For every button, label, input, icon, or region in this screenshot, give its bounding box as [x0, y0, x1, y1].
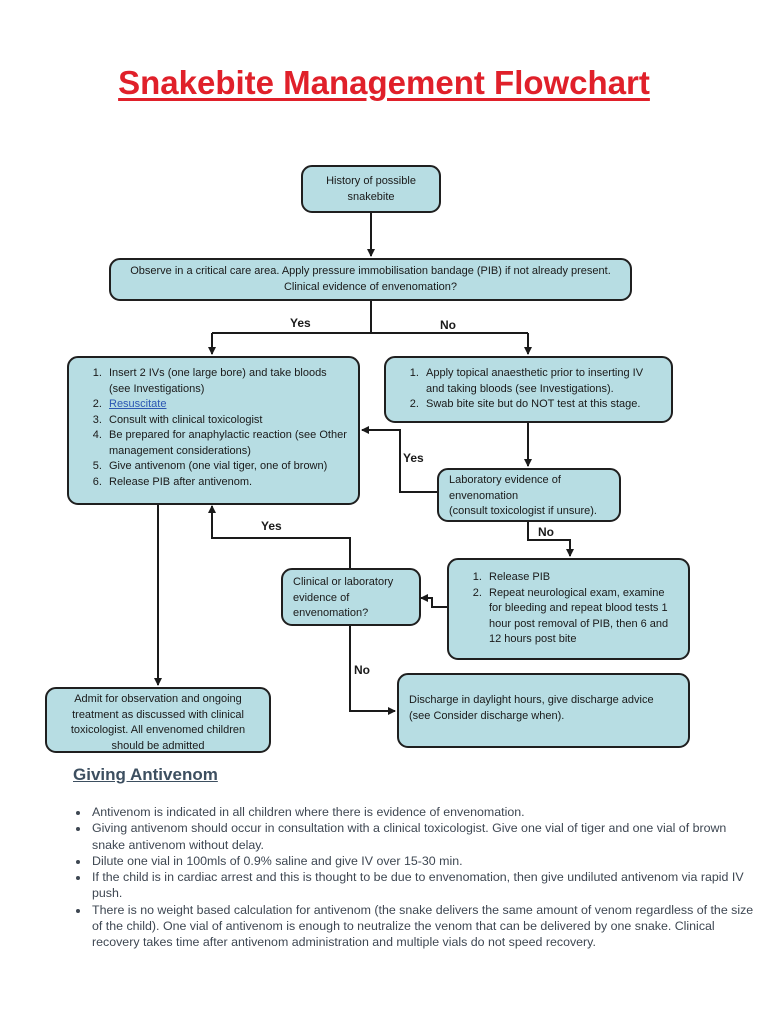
- no-label: No: [538, 525, 554, 539]
- clinical-line: Clinical or laboratory: [293, 576, 394, 588]
- observe-line: Observe in a critical care area. Apply p…: [130, 265, 611, 277]
- admit-line: treatment as discussed with clinical: [72, 708, 244, 721]
- resuscitate-link[interactable]: Resuscitate: [109, 398, 167, 410]
- lab-line: envenomation: [449, 489, 519, 502]
- admit-line: Admit for observation and ongoing: [74, 693, 242, 705]
- start-line: snakebite: [347, 190, 395, 203]
- clinical-lab-box: Clinical or laboratory evidence of enven…: [281, 568, 421, 626]
- flowchart-connectors: [154, 213, 574, 715]
- list-item: There is no weight based calculation for…: [90, 902, 760, 951]
- giving-antivenom-heading: Giving Antivenom: [73, 765, 218, 784]
- admit-line: should be admitted: [111, 739, 205, 752]
- release-step: Repeat neurological exam, examine for bl…: [485, 586, 678, 648]
- treatment-step: Consult with clinical toxicologist: [105, 413, 348, 429]
- treatment-step: Be prepared for anaphylactic reaction (s…: [105, 428, 348, 459]
- topical-step: Swab bite site but do NOT test at this s…: [422, 397, 661, 413]
- observe-line: Clinical evidence of envenomation?: [283, 280, 458, 293]
- discharge-line: Discharge in daylight hours, give discha…: [409, 694, 654, 706]
- arrow-clinical-yes-to-treatment: [208, 505, 351, 568]
- arrow-clinical-no-to-discharge: [349, 626, 396, 715]
- no-label: No: [354, 663, 370, 677]
- observe-box: Observe in a critical care area. Apply p…: [109, 258, 632, 301]
- treatment-step: Give antivenom (one vial tiger, one of b…: [105, 459, 348, 475]
- treatment-step: Release PIB after antivenom.: [105, 475, 348, 491]
- arrow-lab-yes-to-treatment: [361, 426, 437, 493]
- discharge-line: (see Consider discharge when).: [409, 709, 565, 722]
- split-line: [212, 301, 528, 334]
- clinical-line: envenomation?: [293, 607, 369, 619]
- list-item: Antivenom is indicated in all children w…: [90, 804, 760, 820]
- start-line: History of possible: [326, 175, 416, 187]
- list-item: If the child is in cardiac arrest and th…: [90, 869, 760, 902]
- list-item: Giving antivenom should occur in consult…: [90, 820, 760, 853]
- list-item: Dilute one vial in 100mls of 0.9% saline…: [90, 853, 760, 869]
- arrow-lab-no-to-release: [527, 522, 574, 557]
- yes-label: Yes: [261, 519, 282, 533]
- yes-label: Yes: [290, 316, 311, 330]
- lab-evidence-box: Laboratory evidence of envenomation (con…: [437, 468, 621, 522]
- treatment-box: Insert 2 IVs (one large bore) and take b…: [67, 356, 360, 505]
- discharge-box: Discharge in daylight hours, give discha…: [397, 673, 690, 748]
- yes-label: Yes: [403, 451, 424, 465]
- topical-box: Apply topical anaesthetic prior to inser…: [384, 356, 673, 423]
- clinical-line: evidence of: [293, 591, 350, 604]
- release-step: Release PIB: [485, 570, 678, 586]
- antivenom-bullet-list: Antivenom is indicated in all children w…: [66, 804, 760, 951]
- lab-line: Laboratory evidence of: [449, 474, 561, 486]
- treatment-step: Insert 2 IVs (one large bore) and take b…: [105, 366, 348, 397]
- release-box: Release PIB Repeat neurological exam, ex…: [447, 558, 690, 660]
- start-box: History of possible snakebite: [301, 165, 441, 213]
- admit-line: toxicologist. All envenomed children: [70, 724, 246, 736]
- topical-step: Apply topical anaesthetic prior to inser…: [422, 366, 661, 397]
- lab-line: (consult toxicologist if unsure).: [449, 505, 597, 517]
- arrow-release-to-clinical: [420, 594, 447, 608]
- page-title: Snakebite Management Flowchart: [118, 64, 650, 101]
- no-label: No: [440, 318, 456, 332]
- admit-box: Admit for observation and ongoing treatm…: [45, 687, 271, 753]
